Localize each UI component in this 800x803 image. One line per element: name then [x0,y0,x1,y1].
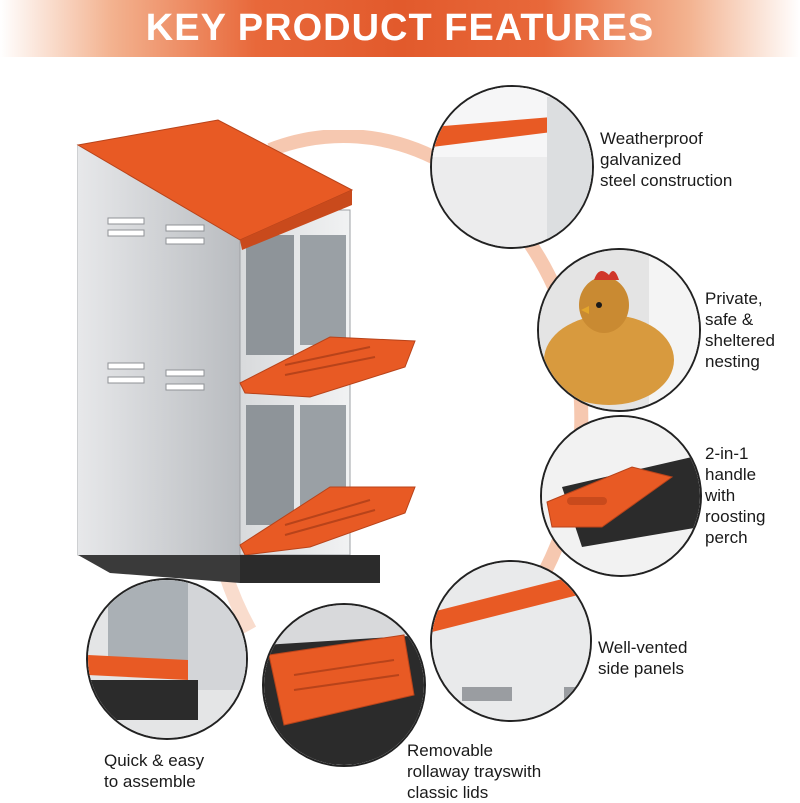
feature-label-handle: 2-in-1 handle with roosting perch [705,444,766,547]
hen-closeup [539,250,699,410]
feature-label-vented: Well-vented side panels [598,638,688,678]
feature-circle-nesting [537,248,701,412]
assembly-closeup [88,580,246,738]
feature-circle-assembly [86,578,248,740]
tray-closeup [264,605,424,765]
feature-circle-tray [262,603,426,767]
feature-circle-handle [540,415,702,577]
title-banner [0,0,800,57]
feature-label-nesting: Private, safe & sheltered nesting [705,289,775,371]
feature-label-steel: Weatherproof galvanized steel constructi… [600,129,733,190]
feature-label-assembly: Quick & easy to assemble [104,751,205,791]
page-title: KEY PRODUCT FEATURES [145,7,655,49]
feature-label-tray: Removable rollaway trayswith classic lid… [407,741,542,802]
nesting-box-image [76,119,416,583]
feature-circle-vented [430,560,592,722]
handle-closeup [542,417,700,575]
roof-edge-closeup [432,87,592,247]
feature-circle-steel [430,85,594,249]
vent-closeup [432,562,590,720]
